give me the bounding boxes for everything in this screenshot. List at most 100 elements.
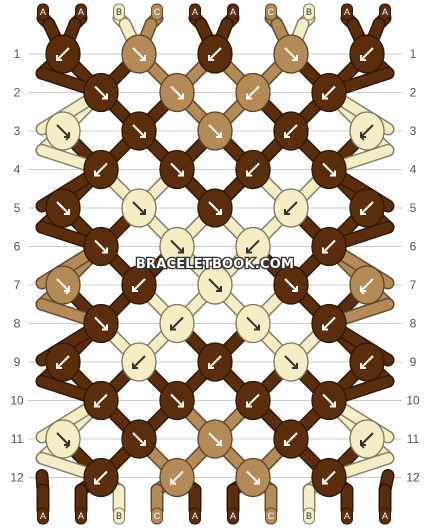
row-number-right: 3 bbox=[410, 124, 417, 138]
row-number-left: 5 bbox=[14, 201, 21, 215]
arrow-down-left-icon bbox=[360, 124, 374, 138]
arrow-head-icon bbox=[140, 132, 146, 138]
arrow-head-icon bbox=[360, 55, 366, 61]
knot bbox=[45, 342, 81, 382]
knot bbox=[83, 72, 119, 113]
arrow-head-icon bbox=[94, 401, 100, 408]
arrow-down-right-icon bbox=[56, 201, 70, 215]
knot bbox=[121, 111, 157, 151]
knot bbox=[45, 419, 81, 459]
knot bbox=[197, 34, 233, 74]
knot bbox=[349, 111, 385, 151]
knot bbox=[235, 226, 271, 267]
arrow-head-icon bbox=[208, 363, 214, 369]
arrow-down-left-icon bbox=[56, 355, 70, 369]
row-number-left: 3 bbox=[14, 124, 21, 138]
bottom-string-label-tab bbox=[265, 507, 277, 525]
top-string-label-tab bbox=[37, 3, 49, 21]
arrow-head-icon bbox=[246, 247, 252, 254]
knot bbox=[235, 380, 271, 421]
knots bbox=[45, 34, 385, 498]
row-number-right: 10 bbox=[406, 394, 420, 408]
arrow-head-icon bbox=[254, 324, 260, 331]
row-number-left: 7 bbox=[14, 278, 21, 292]
top-string-label: A bbox=[192, 7, 198, 17]
arrow-down-left-icon bbox=[360, 355, 374, 369]
arrow-down-left-icon bbox=[94, 393, 108, 408]
arrow-head-icon bbox=[56, 55, 62, 61]
watermark-text: BRACELETBOOK.COM bbox=[136, 257, 294, 272]
knot bbox=[197, 265, 233, 305]
arrow-down-right-icon bbox=[322, 393, 336, 408]
bottom-string-label-tab bbox=[151, 507, 163, 525]
arrow-down-left-icon bbox=[132, 355, 146, 369]
top-string-label: B bbox=[306, 7, 312, 17]
arrow-head-icon bbox=[216, 132, 222, 138]
knot bbox=[45, 265, 81, 305]
row-number-right: 5 bbox=[410, 201, 417, 215]
bottom-string-label: A bbox=[78, 511, 84, 521]
arrow-down-left-icon bbox=[170, 470, 184, 485]
arrow-hook-icon bbox=[65, 136, 70, 141]
arrow-down-right-icon bbox=[132, 201, 146, 215]
knot bbox=[349, 419, 385, 459]
top-string-label-tab bbox=[113, 3, 125, 21]
knot bbox=[311, 380, 347, 421]
knot bbox=[273, 34, 309, 74]
top-string-label: C bbox=[268, 7, 275, 17]
knot bbox=[349, 342, 385, 382]
bottom-string-label: C bbox=[268, 511, 275, 521]
arrow-down-left-icon bbox=[94, 162, 108, 177]
arrow-down-right-icon bbox=[170, 85, 184, 100]
bottom-string-label: B bbox=[116, 511, 122, 521]
arrow-head-icon bbox=[360, 209, 366, 215]
knot bbox=[235, 457, 271, 498]
arrow-head-icon bbox=[322, 324, 328, 331]
bottom-string-label: A bbox=[40, 511, 46, 521]
arrow-head-icon bbox=[170, 324, 176, 331]
top-string-label: C bbox=[154, 7, 161, 17]
row-number-left: 10 bbox=[10, 394, 24, 408]
arrow-head-icon bbox=[322, 478, 328, 485]
arrow-down-right-icon bbox=[322, 162, 336, 177]
arrow-down-right-icon bbox=[170, 239, 184, 254]
row-number-left: 12 bbox=[10, 471, 24, 485]
top-string-label: A bbox=[78, 7, 84, 17]
bottom-string-label: A bbox=[344, 511, 350, 521]
arrow-head-icon bbox=[246, 93, 252, 100]
arrow-head-icon bbox=[246, 170, 252, 177]
row-number-left: 6 bbox=[14, 240, 21, 254]
arrow-head-icon bbox=[178, 170, 184, 177]
row-number-left: 9 bbox=[14, 355, 21, 369]
arrow-head-icon bbox=[292, 363, 298, 369]
row-number-left: 4 bbox=[14, 163, 21, 177]
knot bbox=[121, 188, 157, 228]
knot bbox=[273, 188, 309, 228]
arrow-head-icon bbox=[140, 440, 146, 446]
arrow-down-left-icon bbox=[208, 47, 222, 61]
arrow-hook-icon bbox=[360, 290, 365, 295]
bottom-string-label: A bbox=[230, 511, 236, 521]
knot bbox=[235, 303, 271, 344]
arrow-down-right-icon bbox=[170, 393, 184, 408]
top-string-label: B bbox=[116, 7, 122, 17]
bottom-string-label: B bbox=[306, 511, 312, 521]
arrow-head-icon bbox=[178, 401, 184, 408]
knot bbox=[311, 72, 347, 113]
knot bbox=[311, 457, 347, 498]
row-number-right: 1 bbox=[410, 47, 417, 61]
arrow-head-icon bbox=[322, 247, 328, 254]
row-number-right: 4 bbox=[410, 163, 417, 177]
arrow-head-icon bbox=[102, 324, 108, 331]
top-string-label-tab bbox=[303, 3, 315, 21]
arrow-down-right-icon bbox=[208, 432, 222, 446]
arrow-head-icon bbox=[360, 363, 366, 369]
arrow-down-right-icon bbox=[170, 162, 184, 177]
arrow-head-icon bbox=[94, 170, 100, 177]
knot bbox=[121, 265, 157, 305]
knot bbox=[349, 188, 385, 228]
row-number-left: 2 bbox=[14, 86, 21, 100]
arrow-down-left-icon bbox=[170, 316, 184, 331]
arrow-down-right-icon bbox=[56, 432, 70, 446]
